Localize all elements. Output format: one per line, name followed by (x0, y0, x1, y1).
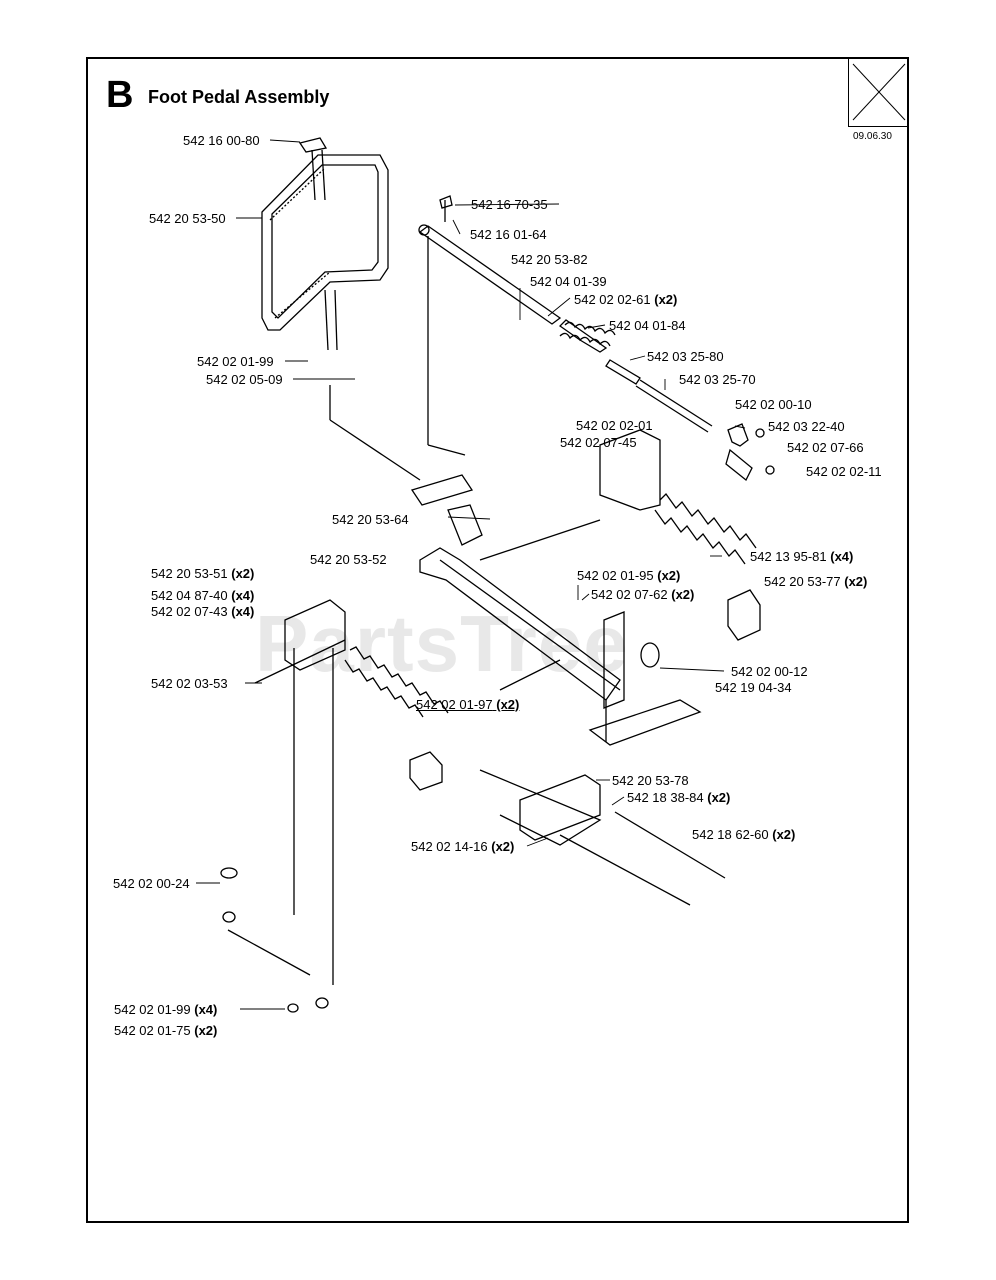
orientation-icon (848, 58, 909, 127)
part-label: 542 02 02-61 (x2) (574, 292, 678, 307)
part-label: 542 18 62-60 (x2) (692, 827, 796, 842)
part-label: 542 20 53-52 (310, 552, 387, 567)
leader-lines (196, 139, 746, 1010)
upper-shaft (418, 195, 775, 482)
backrest-frame (261, 137, 389, 351)
part-label: 542 02 00-12 (731, 664, 808, 679)
part-label: 542 16 00-80 (183, 133, 260, 148)
part-label: 542 02 01-99 (x4) (114, 1002, 218, 1017)
section-letter: B (106, 74, 134, 116)
part-label: 542 02 05-09 (206, 372, 283, 387)
part-label: 542 02 14-16 (x2) (411, 839, 515, 854)
part-label: 542 02 07-66 (787, 440, 864, 455)
part-label: 542 02 01-99 (197, 354, 274, 369)
part-label: 542 02 07-45 (560, 435, 637, 450)
linkage-rods (329, 236, 483, 546)
part-label: 542 02 03-53 (151, 676, 228, 691)
part-label: 542 19 04-34 (715, 680, 792, 695)
part-label: 542 04 01-84 (609, 318, 686, 333)
watermark: PartsTree (255, 599, 629, 688)
part-label: 542 18 38-84 (x2) (627, 790, 731, 805)
part-label: 542 02 07-62 (x2) (591, 587, 695, 602)
vertical-rods (220, 648, 334, 1013)
part-label: 542 20 53-51 (x2) (151, 566, 255, 581)
part-label: 542 04 01-39 (530, 274, 607, 289)
part-label: 542 20 53-77 (x2) (764, 574, 868, 589)
part-label: 542 02 01-75 (x2) (114, 1023, 218, 1038)
part-label: 542 03 22-40 (768, 419, 845, 434)
revision-date: 09.06.30 (853, 131, 892, 142)
part-label: 542 03 25-70 (679, 372, 756, 387)
pedal-arm (419, 519, 702, 746)
part-label: 542 20 53-64 (332, 512, 409, 527)
part-label: 542 03 25-80 (647, 349, 724, 364)
page-title: Foot Pedal Assembly (148, 87, 330, 107)
part-label: 542 02 07-43 (x4) (151, 604, 255, 619)
part-label: 542 16 01-64 (470, 227, 547, 242)
orientation-icon-graphic (852, 63, 906, 121)
part-label: 542 20 53-82 (511, 252, 588, 267)
part-label: 542 02 01-95 (x2) (577, 568, 681, 583)
part-label: 542 02 00-10 (735, 397, 812, 412)
diagram-frame (86, 57, 909, 1223)
part-label: 542 13 95-81 (x4) (750, 549, 854, 564)
part-label: 542 20 53-78 (612, 773, 689, 788)
mounting-brackets (254, 429, 761, 841)
part-label: 542 04 87-40 (x4) (151, 588, 255, 603)
part-label: 542 20 53-50 (149, 211, 226, 226)
part-label: 542 02 02-01 (576, 418, 653, 433)
tension-springs (344, 492, 757, 718)
part-label: 542 02 02-11 (806, 464, 882, 479)
part-label: 542 16 70-35 (471, 197, 548, 212)
part-label: 542 02 01-97 (x2) (416, 697, 520, 712)
part-label: 542 02 00-24 (113, 876, 190, 891)
long-bolts (479, 769, 726, 906)
